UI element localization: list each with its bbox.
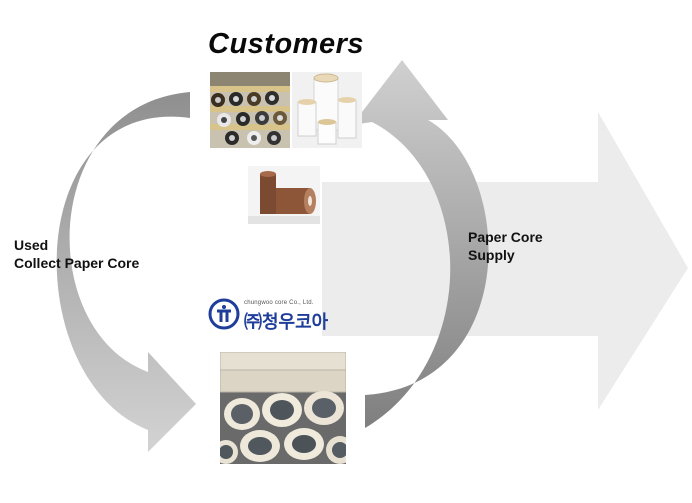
supply-big-arrow (322, 112, 688, 410)
white-paper-cores-photo (292, 72, 362, 148)
copper-film-roll-photo (248, 166, 320, 224)
stacked-paper-cores-photo (220, 352, 346, 464)
company-logo-icon (208, 298, 240, 330)
supply-label-line1: Paper Core (468, 229, 543, 245)
supply-label-line2: Supply (468, 247, 515, 263)
company-name-korean: ㈜청우코아 (244, 312, 329, 332)
supply-cycle-arrow (352, 60, 489, 428)
collect-label-line2: Collect Paper Core (14, 255, 140, 271)
collect-label: Used Collect Paper Core (14, 236, 139, 272)
ribbon-rolls-on-spindles-photo (210, 72, 290, 148)
company-name-english: chungwoo core Co., Ltd. (244, 300, 314, 306)
collect-cycle-arrow (56, 92, 196, 452)
customers-title: Customers (208, 28, 364, 60)
collect-label-line1: Used (14, 237, 49, 253)
supply-label: Paper Core Supply (468, 228, 543, 264)
